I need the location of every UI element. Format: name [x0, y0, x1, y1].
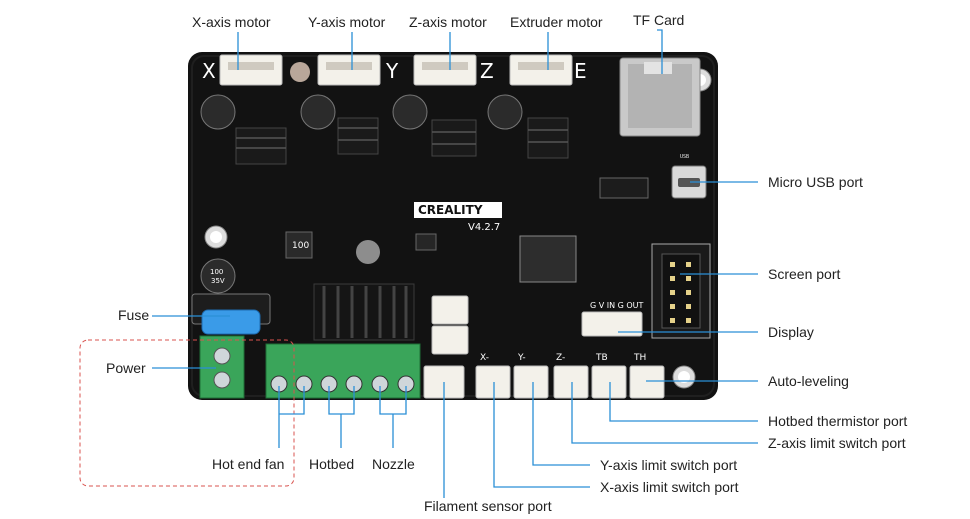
tf-card-slot	[619, 57, 701, 137]
inductor	[285, 231, 313, 259]
label-y-axis-limit-switch-port: Y-axis limit switch port	[600, 457, 738, 473]
svg-text:CREALITY: CREALITY	[418, 203, 483, 217]
limit-mark-y: Y-	[517, 353, 526, 363]
fuse-rating: 100	[292, 241, 309, 251]
cap-value-1: 100	[210, 268, 223, 276]
limit-mark-th: TH	[633, 353, 646, 363]
label-fuse: Fuse	[118, 307, 150, 323]
label-extruder-motor: Extruder motor	[510, 14, 603, 30]
power-group-outline	[79, 339, 295, 487]
power-terminal	[199, 335, 245, 399]
display-connector	[581, 311, 643, 337]
callout-lines	[152, 29, 758, 498]
tb-connector	[591, 365, 627, 399]
label-hotbed: Hotbed	[309, 456, 355, 472]
limit-mark-x: X-	[480, 353, 489, 363]
label-x-axis-limit-switch-port: X-axis limit switch port	[600, 479, 739, 495]
label-hotbed-thermistor-port: Hotbed thermistor port	[768, 413, 908, 429]
axis-mark-x: X	[202, 59, 216, 83]
label-screen-port: Screen port	[768, 266, 841, 282]
label-power: Power	[106, 360, 146, 376]
axis-mark-z: Z	[480, 59, 494, 83]
fuse	[201, 309, 261, 335]
label-z-axis-limit-switch-port: Z-axis limit switch port	[768, 435, 906, 451]
label-hot-end-fan: Hot end fan	[212, 456, 285, 472]
z-limit-connector	[553, 365, 589, 399]
usb-chip	[599, 177, 649, 199]
limit-mark-z: Z-	[556, 353, 565, 363]
capacitors: 100 35V	[200, 94, 523, 294]
display-pins: G V IN G OUT	[590, 301, 644, 310]
creality-logo: CREALITY	[414, 202, 502, 218]
cap-value-2: 35V	[211, 277, 225, 285]
usb-mark: USB	[680, 154, 689, 160]
th-connector	[629, 365, 665, 399]
label-y-axis-motor: Y-axis motor	[308, 14, 386, 30]
mosfet-heatsink	[313, 283, 415, 341]
label-micro-usb-port: Micro USB port	[768, 174, 863, 190]
label-x-axis-motor: X-axis motor	[192, 14, 271, 30]
kfan2-connector	[431, 325, 469, 355]
y-limit-connector	[513, 365, 549, 399]
motor-connectors	[219, 54, 573, 86]
label-filament-sensor-port: Filament sensor port	[424, 498, 552, 514]
axis-mark-y: Y	[385, 59, 399, 83]
screen-port	[651, 243, 711, 339]
x-limit-connector	[475, 365, 511, 399]
label-nozzle: Nozzle	[372, 456, 415, 472]
output-terminal-block	[265, 343, 421, 399]
kfan-connector	[431, 295, 469, 325]
driver-heatsinks	[235, 117, 569, 165]
label-auto-leveling: Auto-leveling	[768, 373, 849, 389]
limit-mark-tb: TB	[595, 353, 608, 363]
mcu-chip	[519, 235, 577, 283]
label-z-axis-motor: Z-axis motor	[409, 14, 487, 30]
label-tf-card: TF Card	[633, 12, 685, 28]
label-display: Display	[768, 324, 814, 340]
axis-mark-e: E	[574, 59, 587, 83]
board-version: V4.2.7	[468, 222, 500, 233]
